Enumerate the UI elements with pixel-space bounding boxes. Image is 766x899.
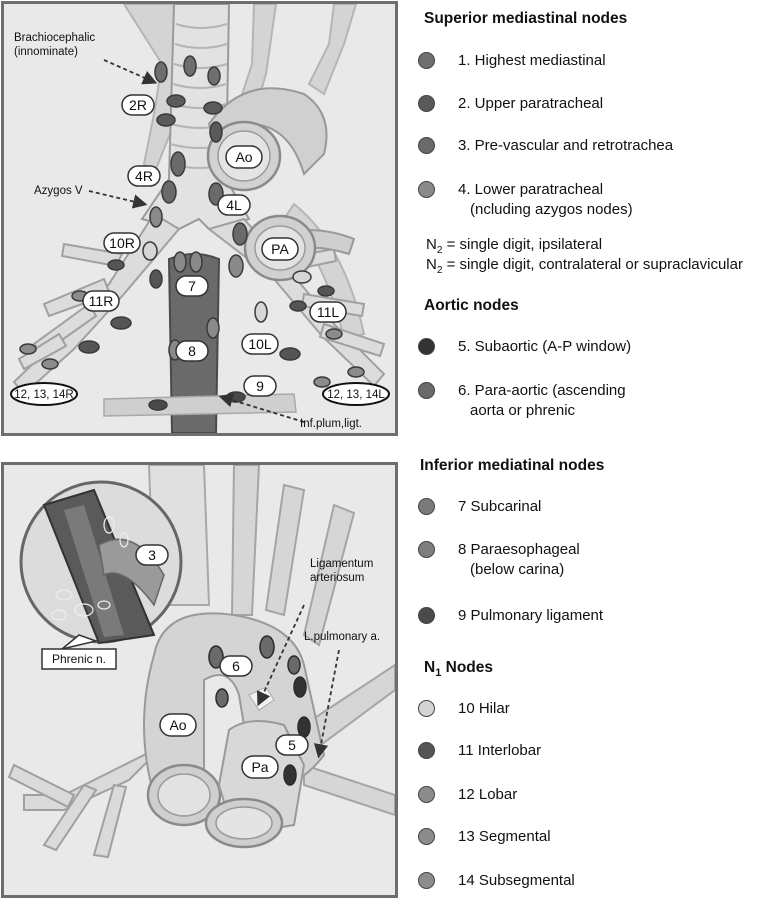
inf-ligament-label: Inf.plum,ligt. [300,418,362,430]
node-color-swatch [418,137,435,154]
aortic-heading: Aortic nodes [424,297,519,314]
mediastinal-node-diagram: 2R 4R 4L 10R 11R 7 8 9 10L 11L Ao PA 12,… [1,1,398,436]
svg-text:Phrenic n.: Phrenic n. [52,652,106,666]
n2-ipsilateral-note: N2 = single digit, ipsilateral [426,236,603,256]
label-group-left-lung: 12, 13, 14L [322,382,390,406]
n1-heading: N1 Nodes [424,659,494,680]
anatomy-illustration: 2R 4R 4L 10R 11R 7 8 9 10L 11L Ao PA 12,… [10,4,390,433]
node-color-swatch [418,742,435,759]
magnified-inset [19,480,183,650]
label-8: 8 [175,340,209,362]
node-color-swatch [418,541,435,558]
label-ao: Ao [225,145,263,169]
bottom-labels: 3 6 Ao Pa 5 Phrenic n. [41,544,309,779]
svg-text:5: 5 [288,737,296,753]
bottom-callout-texts: Ligamentum arteriosum L.pulmonary a. [304,558,380,643]
aortic-node-diagram: 3 6 Ao Pa 5 Phrenic n. Ligamentum arteri… [1,462,398,898]
label-group-right-lung: 12, 13, 14R [10,382,78,406]
label-3: 3 [135,544,169,566]
node-color-swatch [418,382,435,399]
svg-text:6: 6 [232,658,240,674]
label-10R: 10R [103,232,141,254]
node-color-swatch [418,181,435,198]
svg-text:4R: 4R [135,168,153,184]
svg-text:11L: 11L [317,304,340,320]
label-11R: 11R [82,290,120,312]
svg-text:10L: 10L [248,336,272,352]
superior-heading: Superior mediastinal nodes [424,10,628,27]
label-ao-bottom: Ao [159,713,197,737]
lymph-nodes [19,55,365,411]
label-9: 9 [243,375,277,397]
node-labels: 2R 4R 4L 10R 11R 7 8 9 10L 11L Ao PA 12,… [10,94,390,406]
label-7: 7 [175,275,209,297]
svg-text:3: 3 [148,547,156,563]
svg-text:12, 13, 14R: 12, 13, 14R [14,389,73,401]
callout-arrows-bottom [256,604,340,759]
label-10L: 10L [241,333,279,355]
bronchial-branches [7,744,165,859]
svg-text:4L: 4L [226,197,242,213]
callout-arrows [88,59,305,423]
aortic-illustration: 3 6 Ao Pa 5 Phrenic n. Ligamentum arteri… [7,465,395,859]
inferior-heading: Inferior mediatinal nodes [420,457,605,474]
brachiocephalic-label: Brachiocephalic [14,32,95,44]
svg-text:10R: 10R [109,235,135,251]
label-pa: PA [261,237,299,261]
svg-text:PA: PA [271,241,289,257]
callout-texts: Brachiocephalic (innominate) Azygos V In… [14,32,362,430]
label-11L: 11L [309,301,347,323]
svg-text:2R: 2R [129,97,147,113]
azygos-label: Azygos V [34,185,83,197]
svg-text:11R: 11R [89,293,114,309]
arteriosum-label: arteriosum [310,572,364,584]
node-color-swatch [418,828,435,845]
svg-text:8: 8 [188,343,196,359]
label-4L: 4L [217,194,251,216]
node-color-swatch [418,872,435,889]
label-4R: 4R [127,165,161,187]
svg-text:9: 9 [256,378,264,394]
aortic-lymph-nodes [208,635,311,786]
label-6: 6 [219,655,253,677]
node-color-swatch [418,607,435,624]
label-5: 5 [275,734,309,756]
svg-text:Pa: Pa [251,759,268,775]
node-color-swatch [418,786,435,803]
l-pulmonary-label: L.pulmonary a. [304,631,380,643]
innominate-label: (innominate) [14,46,78,58]
node-color-swatch [418,95,435,112]
node-color-swatch [418,700,435,717]
ligamentum-label: Ligamentum [310,558,373,570]
n2-contralateral-note: N2 = single digit, contralateral or supr… [426,256,743,276]
label-2R: 2R [121,94,155,116]
label-phrenic: Phrenic n. [41,648,117,670]
svg-text:Ao: Ao [235,149,252,165]
node-color-swatch [418,338,435,355]
svg-text:Ao: Ao [169,717,186,733]
svg-text:7: 7 [188,278,196,294]
node-color-swatch [418,52,435,69]
node-color-swatch [418,498,435,515]
svg-text:12, 13, 14L: 12, 13, 14L [327,389,385,401]
label-pa-bottom: Pa [241,755,279,779]
